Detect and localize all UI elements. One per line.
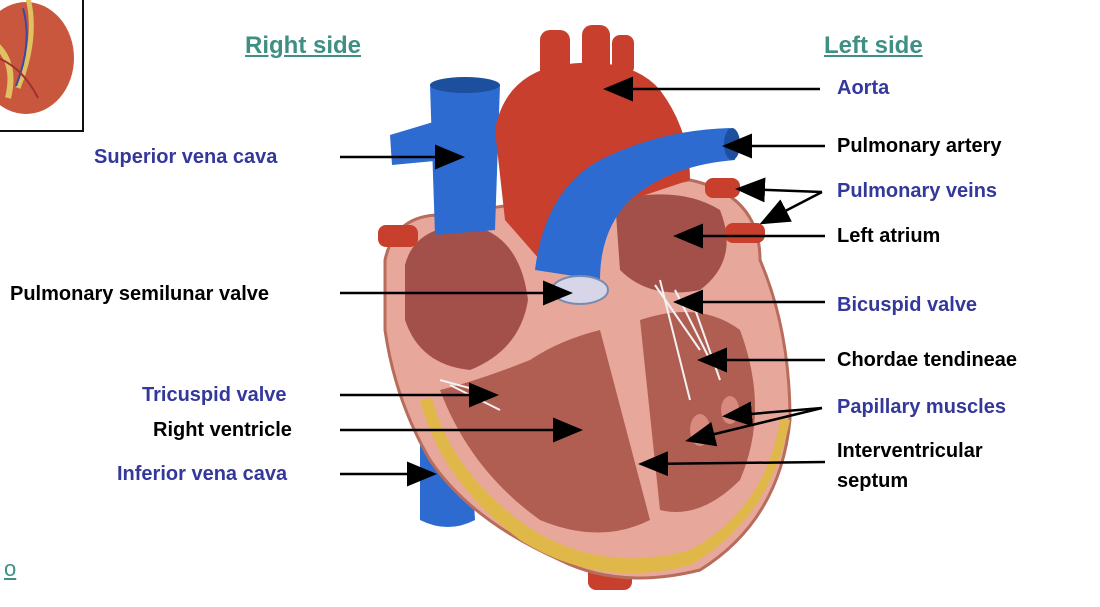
pulmonary-vein-lower — [725, 223, 765, 243]
pulmonary-vein-upper — [705, 178, 740, 198]
arrow-interventricular-septum — [638, 451, 826, 477]
label-superior-vena-cava: Superior vena cava — [94, 146, 278, 168]
pulmonary-artery-vessel — [535, 128, 735, 280]
label-interventricular-line2: septum — [837, 470, 909, 492]
pointer-arrows — [340, 76, 826, 487]
left-side-header: Left side — [824, 32, 923, 59]
heart-exterior-image — [0, 0, 74, 114]
arrow-papillary-muscles-2 — [685, 406, 823, 447]
left-atrium-chamber — [615, 194, 727, 293]
arrow-pulmonary-veins-2 — [759, 190, 823, 225]
label-pulmonary-artery: Pulmonary artery — [837, 135, 1002, 157]
label-chordae-tendineae: Chordae tendineae — [837, 349, 1018, 371]
heart-thumbnail — [0, 0, 84, 132]
label-aorta: Aorta — [837, 77, 890, 99]
label-tricuspid-valve: Tricuspid valve — [142, 384, 287, 406]
aorta-vessel — [495, 62, 690, 261]
label-papillary-muscles: Papillary muscles — [837, 396, 1006, 418]
label-left-atrium: Left atrium — [837, 225, 941, 247]
arrow-pulmonary-veins-1 — [735, 177, 823, 203]
label-pulmonary-semilunar-valve: Pulmonary semilunar valve — [10, 283, 270, 305]
right-atrium-chamber — [405, 225, 528, 370]
arrow-papillary-muscles-1 — [722, 401, 823, 427]
superior-vena-cava-vessel — [430, 80, 500, 235]
right-side-header: Right side — [245, 32, 362, 59]
corner-link[interactable]: o — [4, 556, 17, 581]
label-interventricular-line1: Interventricular — [837, 440, 983, 462]
label-inferior-vena-cava: Inferior vena cava — [117, 463, 288, 485]
pulmonary-valve-shape — [551, 275, 609, 305]
label-bicuspid-valve: Bicuspid valve — [837, 294, 978, 316]
label-right-ventricle: Right ventricle — [153, 419, 292, 441]
epicardial-fat — [420, 398, 790, 574]
label-pulmonary-veins: Pulmonary veins — [837, 180, 998, 202]
